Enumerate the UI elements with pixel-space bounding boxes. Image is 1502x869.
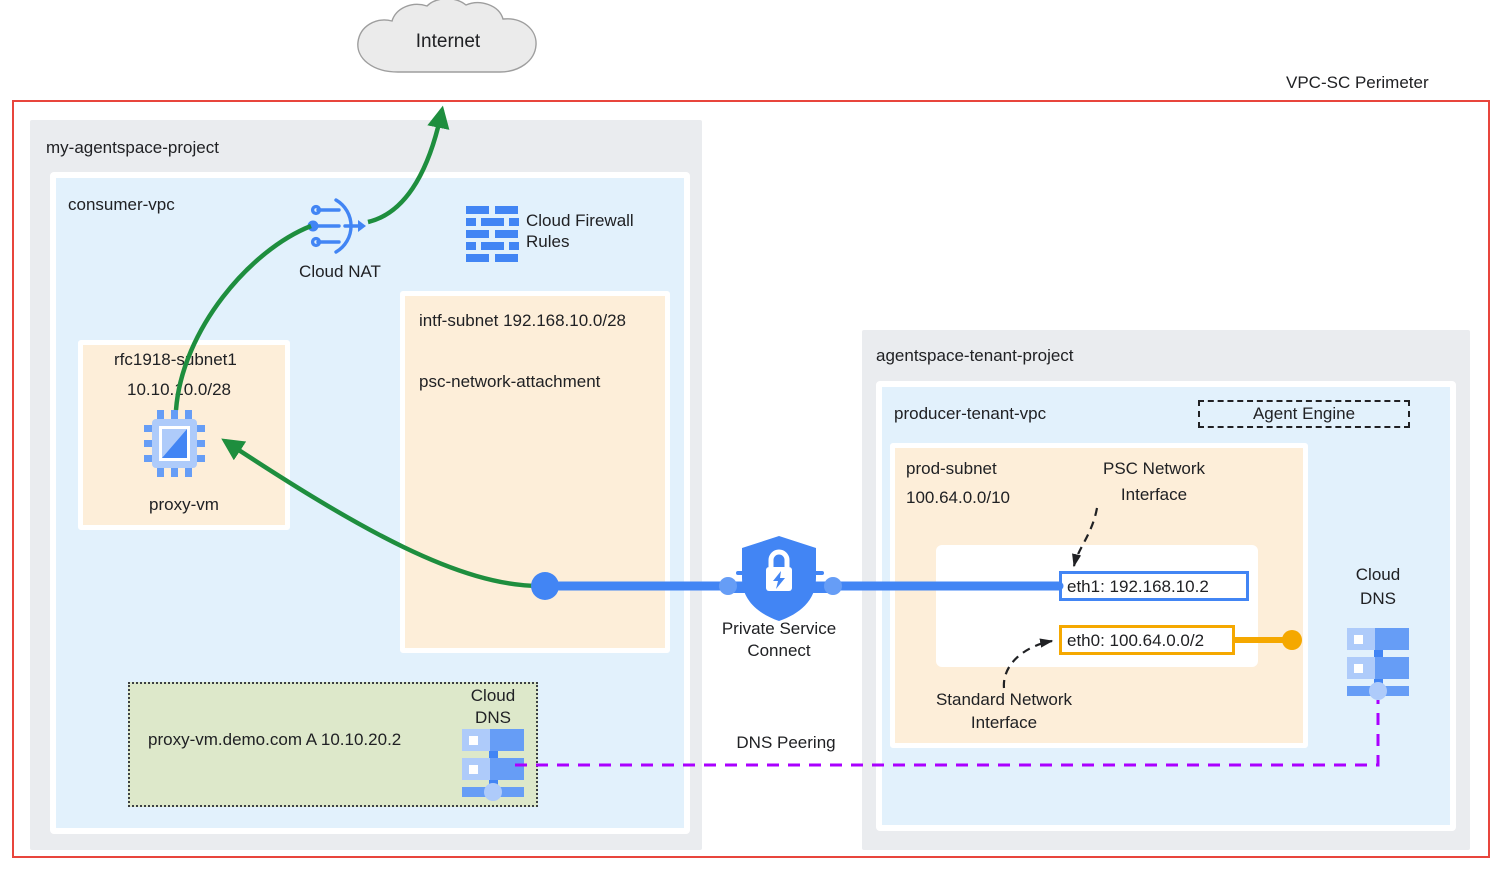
agent-engine-box: Agent Engine	[1198, 400, 1410, 428]
vpc-sc-perimeter-label: VPC-SC Perimeter	[1286, 73, 1429, 92]
consumer-cloud-dns-label-line2: DNS	[475, 708, 511, 727]
standard-network-interface-annotation-line1: Standard Network	[935, 690, 1073, 709]
rfc1918-subnet-name: rfc1918-subnet1	[114, 350, 237, 369]
tenant-cloud-dns-label-line1: Cloud	[1355, 565, 1401, 584]
psc-network-interface-annotation-line1: PSC Network	[1102, 459, 1206, 478]
cloud-nat-label: Cloud NAT	[299, 262, 381, 281]
consumer-cloud-dns-label-line1: Cloud	[470, 686, 516, 705]
psc-network-attachment-label: psc-network-attachment	[419, 372, 601, 391]
tenant-cloud-dns-label-line2: DNS	[1360, 589, 1396, 608]
intf-subnet-cidr-label: intf-subnet 192.168.10.0/28	[419, 311, 626, 330]
internet-label: Internet	[415, 31, 481, 52]
dns-record-label: proxy-vm.demo.com A 10.10.20.2	[148, 730, 402, 749]
agent-engine-label: Agent Engine	[1252, 404, 1356, 423]
rfc1918-subnet-cidr: 10.10.10.0/28	[127, 380, 231, 399]
consumer-project-label: my-agentspace-project	[46, 138, 219, 157]
standard-network-interface-annotation-line2: Interface	[970, 713, 1038, 732]
psc-network-interface-annotation-line2: Interface	[1120, 485, 1188, 504]
eth0-interface-chip[interactable]: eth0: 100.64.0.0/2	[1059, 625, 1235, 655]
proxy-vm-label: proxy-vm	[149, 495, 219, 514]
prod-subnet-cidr: 100.64.0.0/10	[906, 488, 1010, 507]
intf-subnet-box	[400, 291, 670, 653]
psc-label-line1: Private Service	[721, 619, 837, 638]
prod-subnet-name: prod-subnet	[906, 459, 997, 478]
firewall-rules-label: Cloud Firewall Rules	[526, 211, 634, 252]
tenant-project-label: agentspace-tenant-project	[876, 346, 1074, 365]
vpc-sc-perimeter	[12, 100, 1490, 858]
psc-label-line2: Connect	[747, 641, 811, 660]
dns-peering-label: DNS Peering	[716, 733, 856, 753]
consumer-vpc-label: consumer-vpc	[68, 195, 175, 214]
producer-tenant-vpc-label: producer-tenant-vpc	[894, 404, 1047, 423]
eth1-interface-chip[interactable]: eth1: 192.168.10.2	[1059, 571, 1249, 601]
